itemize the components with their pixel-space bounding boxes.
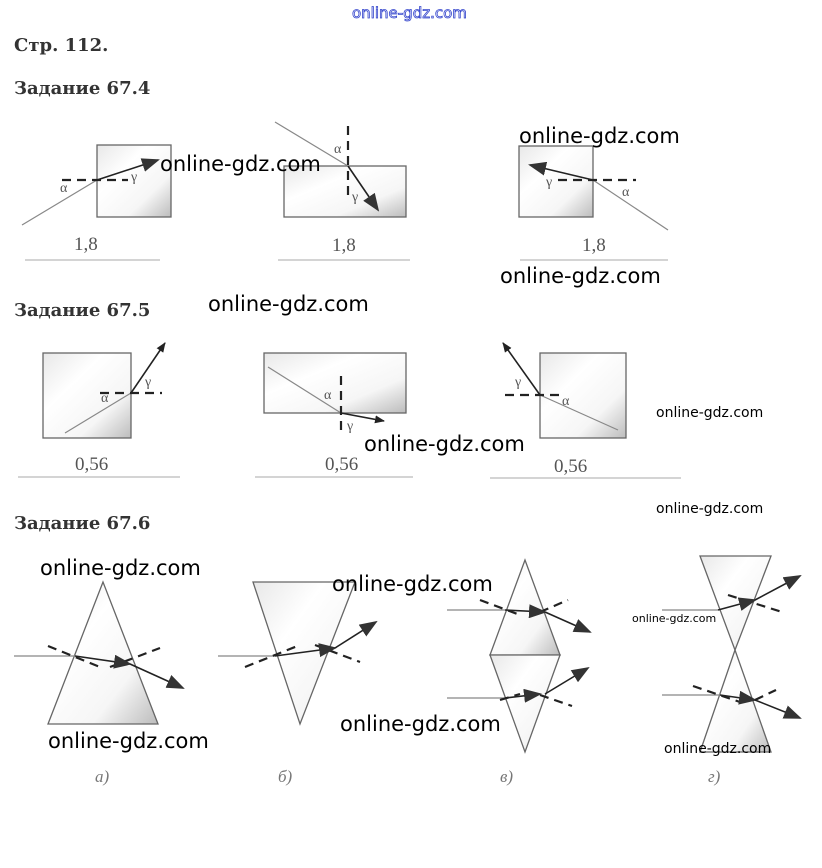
svg-text:α: α — [101, 391, 109, 406]
sublabel-b: б) — [278, 767, 293, 786]
prism-diagram-g: г) — [662, 555, 802, 786]
svg-text:online-gdz.com: online-gdz.com — [160, 152, 321, 176]
svg-text:α: α — [334, 142, 342, 157]
diagram-67-4-1: α γ 1,8 — [21, 144, 172, 261]
svg-text:γ: γ — [346, 419, 353, 434]
answer-67-4-3: 1,8 — [582, 235, 606, 256]
svg-text:online-gdz.com: online-gdz.com — [208, 292, 369, 316]
svg-text:online-gdz.com: online-gdz.com — [340, 712, 501, 736]
answer-67-5-2: 0,56 — [325, 454, 358, 475]
sublabel-a: а) — [95, 767, 110, 786]
watermarks: online-gdz.com online-gdz.com online-gdz… — [40, 124, 771, 757]
diagram-67-5-1: α γ 0,56 — [18, 342, 180, 478]
svg-text:α: α — [622, 185, 630, 200]
svg-text:γ: γ — [514, 375, 521, 390]
svg-text:online-gdz.com: online-gdz.com — [664, 741, 771, 757]
svg-text:online-gdz.com: online-gdz.com — [332, 572, 493, 596]
sublabel-v: в) — [500, 767, 513, 786]
svg-text:α: α — [324, 388, 332, 403]
task-title-67-4: Задание 67.4 — [14, 78, 150, 99]
answer-67-5-3: 0,56 — [554, 456, 587, 477]
svg-text:online-gdz.com: online-gdz.com — [656, 405, 763, 421]
svg-text:online-gdz.com: online-gdz.com — [40, 556, 201, 580]
svg-text:α: α — [562, 394, 570, 409]
sublabel-g: г) — [708, 767, 721, 786]
svg-text:γ: γ — [144, 375, 151, 390]
svg-text:online-gdz.com: online-gdz.com — [500, 264, 661, 288]
svg-text:γ: γ — [545, 175, 552, 190]
answer-67-4-1: 1,8 — [74, 234, 98, 255]
diagram-67-5-3: γ α 0,56 — [490, 342, 681, 479]
diagram-67-4-3: γ α 1,8 — [518, 145, 669, 261]
prism-diagram-v: в) — [447, 558, 592, 786]
answer-67-4-2: 1,8 — [332, 235, 356, 256]
svg-text:online-gdz.com: online-gdz.com — [48, 729, 209, 753]
svg-text:online-gdz.com: online-gdz.com — [632, 612, 716, 625]
svg-text:γ: γ — [130, 170, 137, 185]
prism-diagram-a: а) — [14, 580, 185, 786]
svg-text:γ: γ — [351, 190, 358, 205]
diagram-67-5-2: α γ 0,56 — [255, 352, 413, 478]
page-header: Стр. 112. — [14, 35, 108, 56]
answer-67-5-1: 0,56 — [75, 454, 108, 475]
svg-text:online-gdz.com: online-gdz.com — [364, 432, 525, 456]
svg-text:online-gdz.com: online-gdz.com — [519, 124, 680, 148]
task-title-67-6: Задание 67.6 — [14, 513, 150, 534]
diagram-67-4-2: α γ 1,8 — [274, 121, 410, 261]
prism-diagram-b: б) — [218, 581, 378, 786]
svg-text:α: α — [60, 181, 68, 196]
watermark-top: online-gdz.com — [352, 4, 467, 22]
svg-text:online-gdz.com: online-gdz.com — [656, 501, 763, 517]
task-title-67-5: Задание 67.5 — [14, 300, 150, 321]
